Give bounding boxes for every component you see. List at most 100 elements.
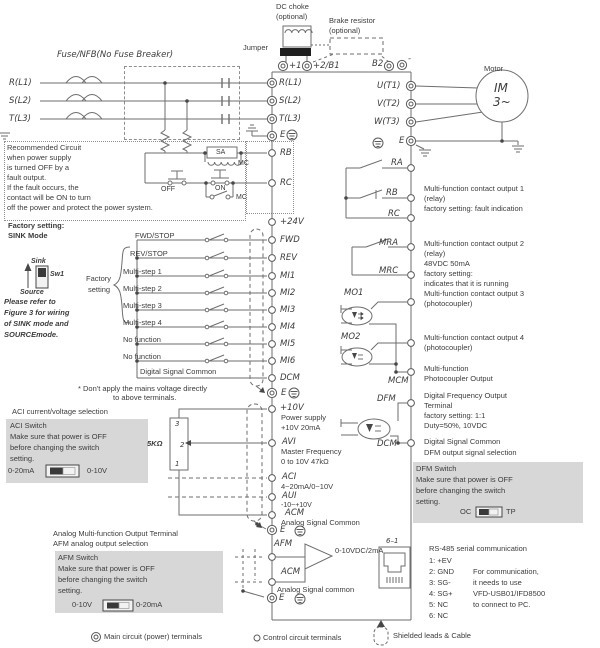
rs485-pinout: 1: +EV 2: GND 3: SG- 4: SG+ 5: NC 6: NC xyxy=(429,556,455,620)
terminal-label-ra: RA xyxy=(391,158,403,168)
off-label: OFF xyxy=(161,186,175,193)
power-supply-note: Power supply +10V 20mA xyxy=(281,413,327,432)
recommended-circuit-dotted-box xyxy=(4,141,246,221)
annotation-photocoupler-output: Multi-function Photocoupler Output xyxy=(424,364,493,383)
dfm-switch-note: DFM Switch Make sure that power is OFF b… xyxy=(416,464,513,506)
terminal-label-u: U(T1) xyxy=(377,81,401,91)
sa-label: SA xyxy=(216,149,226,156)
terminal-label-mrc: MRC xyxy=(379,266,399,276)
brake-resistor-label: Brake resistor (optional) xyxy=(329,16,376,35)
row-fwd-stop: FWD/STOP xyxy=(135,231,175,240)
mc-coil-label: MC xyxy=(238,160,249,167)
factory-brace-label1: Factory xyxy=(86,274,112,283)
rs485-title: RS-485 serial communication xyxy=(429,544,527,553)
terminal-label-dcm2: DCM xyxy=(377,439,397,449)
dfm-switch-left-label: OC xyxy=(460,507,472,516)
row-nofunction1: No function xyxy=(123,335,161,344)
afm-switch-note-box xyxy=(55,551,223,613)
terminal-label-e-afm: E xyxy=(279,593,285,603)
terminal-label-e-left: E xyxy=(280,130,286,140)
pot-pin2: 2 xyxy=(180,441,185,449)
terminal-label-mo2: MO2 xyxy=(341,332,361,342)
rs485-note: For communication, it needs to use VFD-U… xyxy=(473,567,546,609)
terminal-label-acm2: ACM xyxy=(281,567,301,577)
row-rev-stop: REV/STOP xyxy=(130,249,168,258)
terminal-label-dcm: DCM xyxy=(280,373,300,383)
legend-icons xyxy=(91,632,261,642)
terminal-label-afm: AFM xyxy=(274,539,293,549)
sw1-label: Sw1 xyxy=(50,271,65,278)
terminal-label-10v: +10V xyxy=(280,403,304,413)
motor-phase: 3~ xyxy=(493,95,511,109)
afm-switch-right-label: 0-20mA xyxy=(136,600,163,609)
terminal-label-v: V(T2) xyxy=(377,99,401,109)
terminal-label-rc: RC xyxy=(388,209,400,219)
afm-slide-switch xyxy=(102,599,134,612)
mains-warning-line2: to above terminals. xyxy=(113,393,177,402)
terminal-label-mi1: MI1 xyxy=(280,271,296,281)
source-mode-label: Source xyxy=(20,289,44,296)
terminal-label-rev: REV xyxy=(280,253,298,263)
aci-range-note: 4~20mA/0~10V xyxy=(281,482,334,491)
aci-selection-title: ACI current/voltage selection xyxy=(12,407,108,416)
afm-switch-note: AFM Switch Make sure that power is OFF b… xyxy=(58,553,155,595)
terminal-label-mi5: MI5 xyxy=(280,339,296,349)
terminal-label-e-analog: E xyxy=(280,525,286,535)
sink-mode-title: SINK Mode xyxy=(8,231,48,240)
main-circuit-terminals xyxy=(266,59,417,604)
row-multistep4: Multi-step 4 xyxy=(123,318,162,327)
terminal-label-rb-left: RB xyxy=(280,148,292,158)
terminal-label-b2: B2 xyxy=(372,59,384,69)
terminal-label-mra: MRA xyxy=(379,238,399,248)
row-multistep1: Multi-step 1 xyxy=(123,267,162,276)
terminal-label-r: R(L1) xyxy=(279,78,302,88)
factory-brace-label2: setting xyxy=(88,285,111,294)
recommended-circuit-note: Recommended Circuit when power supply is… xyxy=(7,143,153,212)
terminal-label-aui: AUI xyxy=(282,491,297,501)
terminal-label-24v: +24V xyxy=(280,217,304,227)
pot-pin3: 3 xyxy=(175,420,180,428)
afm-range-note: 0-10VDC/2mA xyxy=(335,546,384,555)
aci-switch-note: ACI Switch Make sure that power is OFF b… xyxy=(10,421,107,463)
terminal-label-rc-left: RC xyxy=(280,178,292,188)
master-frequency-note: Master Frequency 0 to 10V 47kΩ xyxy=(281,447,342,466)
terminal-label-e-right: E xyxy=(399,136,405,146)
row-digital-signal-common: Digital Signal Common xyxy=(140,367,217,376)
jumper-label: Jumper xyxy=(243,43,269,52)
terminal-label-rb: RB xyxy=(386,188,398,198)
terminal-label-e-mid: E xyxy=(281,388,287,398)
legend-control-terminals: Control circuit terminals xyxy=(263,633,342,642)
mc-contact-label: MC xyxy=(236,194,247,201)
row-multistep3: Multi-step 3 xyxy=(123,301,162,310)
terminal-label-mcm: MCM xyxy=(388,376,409,386)
fuse-nfb-label: Fuse/NFB(No Fuse Breaker) xyxy=(57,50,174,60)
annotation-output4: Multi-function contact output 4 (photoco… xyxy=(424,333,525,352)
dc-choke-label: DC choke (optional) xyxy=(276,2,309,21)
source-label-r: R(L1) xyxy=(9,78,32,88)
mains-warning-line1: * Don't apply the mains voltage directly xyxy=(78,384,207,393)
rb-rc-dotted-box xyxy=(246,141,294,214)
afm-section-title: Analog Multi-function Output Terminal AF… xyxy=(53,529,178,548)
annotation-dfm-selection: DFM output signal selection xyxy=(424,448,517,457)
row-multistep2: Multi-step 2 xyxy=(123,284,162,293)
motor-im: IM xyxy=(494,81,508,95)
terminal-label-minus: - xyxy=(408,54,412,64)
source-label-t: T(L3) xyxy=(9,114,31,124)
terminal-label-w: W(T3) xyxy=(374,117,400,127)
potentiometer-label: 5KΩ xyxy=(147,439,163,448)
terminal-label-mi6: MI6 xyxy=(280,356,296,366)
aci-slide-switch xyxy=(45,464,80,478)
terminal-label-acm: ACM xyxy=(285,508,305,518)
terminal-label-dfm: DFM xyxy=(377,394,396,404)
annotation-output2: Multi-function contact output 2 (relay) … xyxy=(424,239,525,288)
terminal-label-plus2-b1: +2/B1 xyxy=(313,61,340,71)
sw1-sink-source-switch xyxy=(24,263,49,289)
analog-signal-common-note: Analog Signal Common xyxy=(281,518,360,527)
annotation-dfm: Digital Frequency Output Terminal factor… xyxy=(424,391,507,430)
analog-signal-common2-note: Analog Signal common xyxy=(277,585,355,594)
dfm-slide-switch xyxy=(475,506,503,518)
pot-pin1: 1 xyxy=(175,460,180,468)
mc-contacts-dashed-box xyxy=(124,66,240,140)
